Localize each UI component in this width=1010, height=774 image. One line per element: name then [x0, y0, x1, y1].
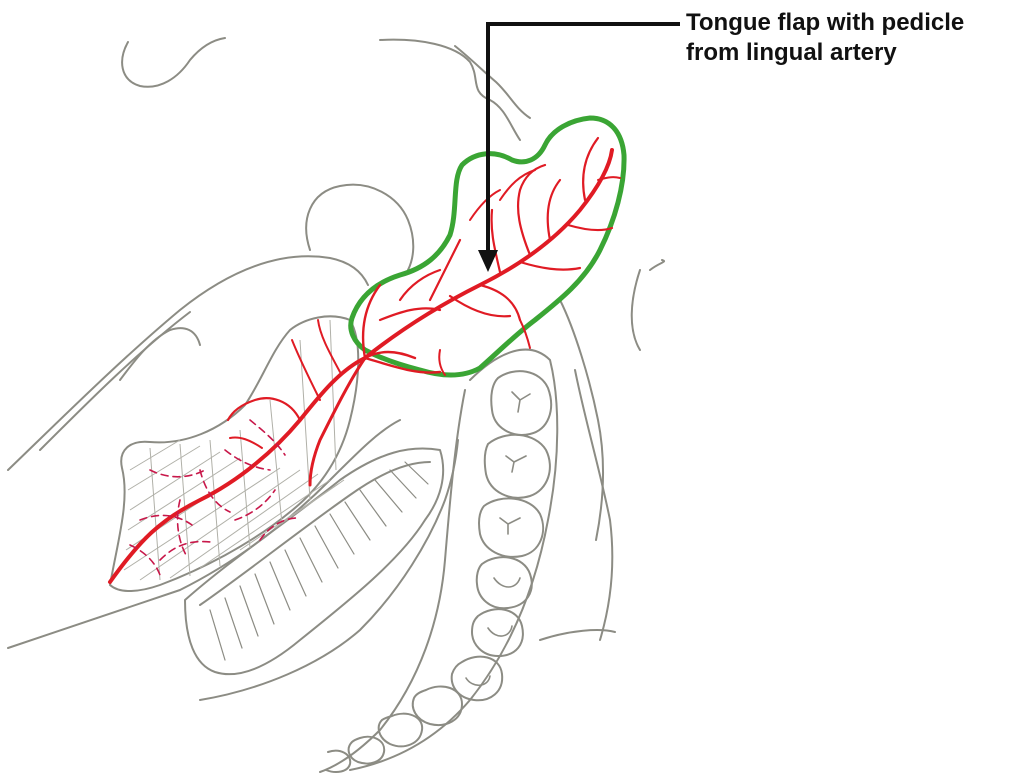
upper-lip-inner — [454, 45, 531, 119]
flap-main-artery — [363, 148, 614, 360]
tongue-body-outline — [184, 447, 445, 676]
vessel-branch — [229, 436, 263, 449]
vessel-branch — [361, 283, 382, 360]
leader-arrow — [478, 22, 680, 272]
vessel-branch — [469, 189, 501, 221]
vessel-branch — [398, 268, 442, 302]
alveolar-inner — [319, 389, 466, 773]
recipient-hatching — [123, 319, 345, 581]
mandible-lower-arc — [199, 439, 459, 701]
buccal-outline — [574, 369, 614, 641]
tooth — [475, 556, 533, 610]
cheek-curve — [119, 327, 201, 381]
palate-inner — [39, 311, 191, 451]
vessel-branch — [519, 319, 531, 349]
vessel-branch — [448, 294, 512, 318]
tongue-hatching — [209, 461, 429, 661]
vessel-branch — [499, 169, 536, 201]
vessel-branch — [363, 356, 442, 374]
jaw-outline — [7, 419, 401, 649]
annotation-line-2: from lingual artery — [686, 39, 897, 66]
vessel-branch — [308, 356, 367, 487]
vessel-branch — [518, 260, 582, 271]
nasal-outline — [121, 37, 226, 88]
vessel-branch — [597, 176, 621, 181]
vessel-branch — [516, 163, 547, 257]
teeth-row — [325, 370, 553, 773]
anatomy-outlines — [7, 37, 666, 773]
main-artery — [108, 356, 367, 584]
tooth — [483, 433, 551, 499]
right-cheek-outline — [559, 299, 605, 541]
leader-line — [486, 22, 680, 252]
palate-outline — [7, 255, 369, 471]
tooth-cusp-marks — [465, 391, 531, 687]
tooth — [377, 712, 424, 748]
tooth — [490, 370, 553, 436]
annotation-line-1: Tongue flap with pedicle — [686, 9, 965, 36]
recipient-dashed-vessels — [129, 419, 299, 576]
lower-lip-outline — [539, 629, 616, 641]
right-face-outline — [630, 259, 666, 351]
tooth — [450, 655, 504, 702]
lingual-artery-vessels — [108, 136, 621, 584]
tooth — [478, 497, 545, 558]
vessel-branch — [226, 397, 302, 422]
tooth — [471, 608, 524, 657]
uvula-outline — [305, 183, 415, 271]
tooth — [411, 685, 463, 726]
recipient-site — [109, 315, 360, 592]
vessel-branch — [566, 223, 614, 232]
vessel-branch — [363, 350, 417, 360]
vessel-branch — [378, 307, 442, 322]
vessel-branch — [582, 136, 600, 202]
tongue-flap-border — [348, 115, 627, 378]
alveolar-ridge — [349, 348, 559, 771]
vessel-branch — [428, 238, 462, 302]
recipient-site-outline — [109, 315, 360, 592]
vessel-branch — [546, 178, 562, 242]
tongue-body-ridge — [199, 461, 431, 606]
upper-lip-outline — [379, 38, 521, 141]
tooth — [347, 735, 386, 765]
arrow-down-icon — [478, 250, 498, 272]
vessel-branch — [438, 349, 446, 376]
flap-annotation-label: Tongue flap with pedicle from lingual ar… — [686, 8, 1006, 68]
vessel-branch — [317, 319, 341, 373]
tooth — [325, 749, 352, 773]
vessel-branch — [490, 208, 502, 274]
vessel-branch — [478, 283, 522, 322]
vessel-branch — [291, 339, 321, 401]
